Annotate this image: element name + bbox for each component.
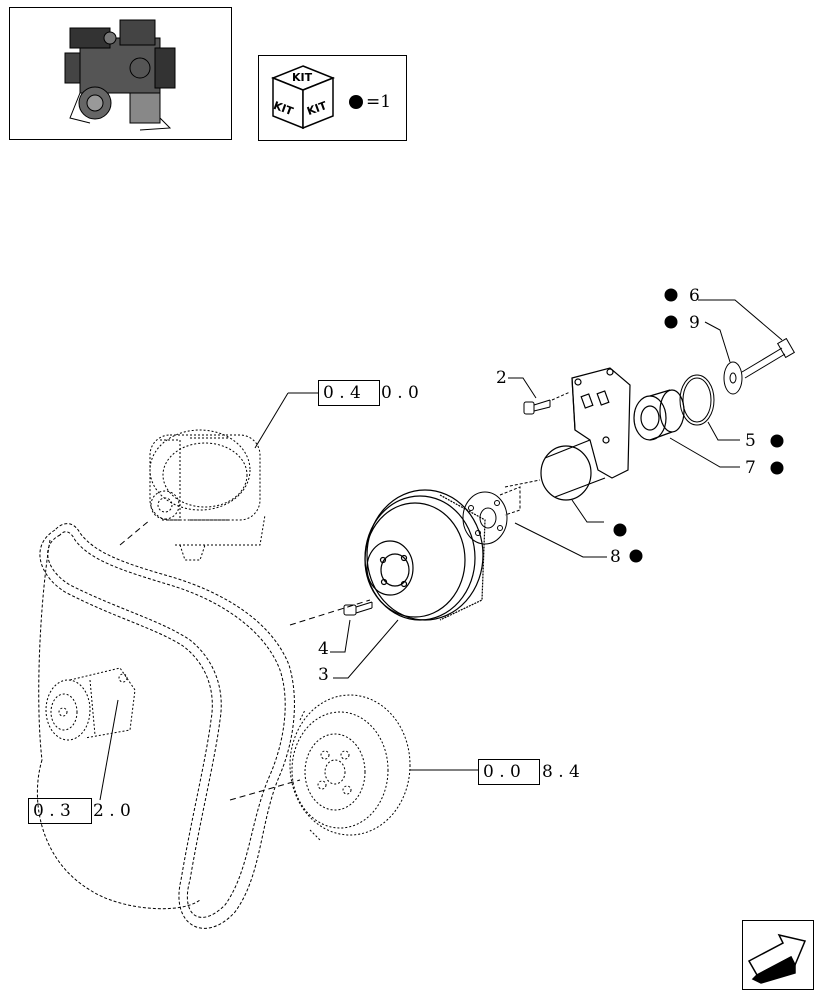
callout-8: 8	[610, 547, 621, 567]
snap-ring	[679, 374, 715, 426]
ref-damper-rest-text: 8 . 4	[542, 762, 580, 782]
next-page-arrow-icon	[747, 933, 807, 984]
callout-2: 2	[496, 368, 507, 388]
drive-belt	[47, 531, 286, 918]
ref-alternator-box	[318, 380, 380, 406]
callout-6: 6	[689, 286, 700, 306]
next-page-button[interactable]	[742, 920, 814, 990]
ref-alternator-boxed-text: 0 . 4	[323, 383, 361, 403]
kit-bullet-5	[770, 434, 784, 448]
callout-4: 4	[318, 639, 329, 659]
ref-tensioner-box	[28, 798, 92, 824]
water-pump-pulley	[364, 489, 486, 621]
kit-equals-text: =1	[366, 92, 392, 112]
bolt-4	[343, 601, 373, 616]
ref-damper-box	[478, 759, 540, 785]
kit-top-label: KIT	[292, 71, 313, 84]
ref-tensioner-boxed-text: 0 . 3	[33, 801, 71, 821]
kit-legend-box: KIT KIT KIT =1	[258, 55, 407, 141]
kit-bullet-6	[664, 288, 678, 302]
callout-3: 3	[318, 665, 329, 685]
kit-bullet-housing	[613, 523, 627, 537]
kit-bullet-9	[664, 315, 678, 329]
engine-thumbnail-icon	[64, 19, 176, 131]
damper-pulley	[289, 694, 411, 841]
kit-bullet-icon	[349, 95, 363, 109]
pump-bracket-housing	[540, 367, 631, 501]
callout-7: 7	[745, 458, 756, 478]
kit-bullet-8	[629, 549, 643, 563]
callout-9: 9	[689, 313, 700, 333]
ref-tensioner-rest-text: 2 . 0	[93, 801, 131, 821]
engine-thumbnail-frame[interactable]	[9, 7, 232, 140]
callout-5: 5	[745, 431, 756, 451]
bearing	[633, 389, 685, 441]
ref-alternator-rest-text: 0 . 0	[381, 383, 419, 403]
bolt-2	[523, 391, 571, 415]
kit-cube-icon	[270, 65, 363, 130]
alternator	[149, 429, 266, 561]
ref-damper-boxed-text: 0 . 0	[483, 762, 521, 782]
belt-tensioner	[45, 667, 136, 741]
kit-bullet-7	[770, 461, 784, 475]
bolt-6	[741, 337, 796, 379]
hub-flange	[462, 486, 521, 545]
washer	[723, 361, 743, 395]
